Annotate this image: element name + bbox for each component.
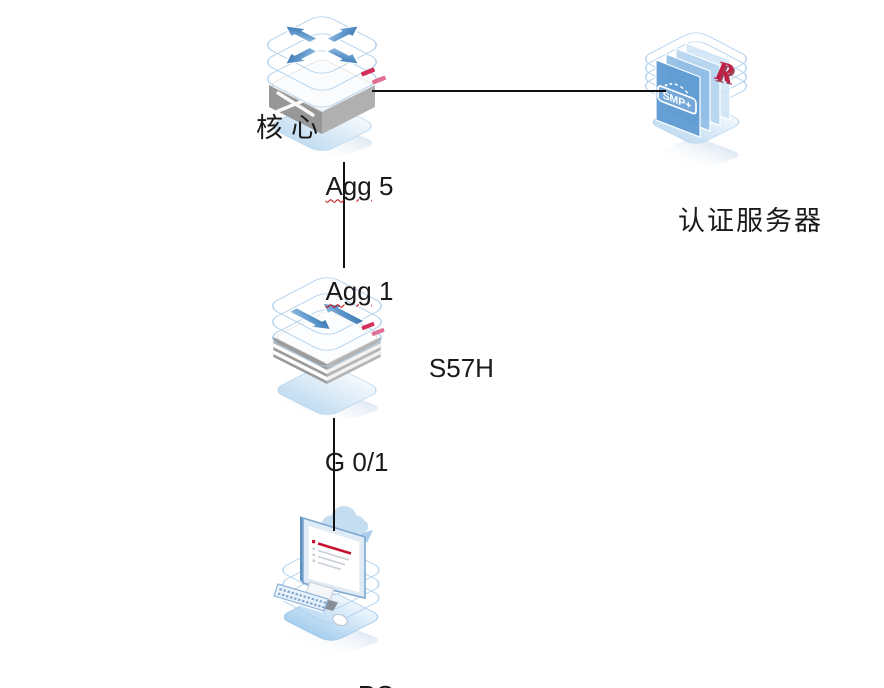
link-access-switch-to-pc <box>333 418 335 531</box>
downlink-port-label: G 0/1 <box>324 446 389 477</box>
server-panels <box>655 42 731 138</box>
red-dash-accent <box>361 322 385 336</box>
auth-server-icon[interactable]: SMP+ R R <box>638 15 758 175</box>
pc-name-label: PC <box>329 652 394 688</box>
uplink-port-label: Agg 1 <box>325 275 394 306</box>
core-switch-icon[interactable] <box>255 5 395 155</box>
keyboard-icon <box>273 583 329 613</box>
mouse-icon <box>332 613 348 627</box>
pc-icon[interactable] <box>272 492 422 652</box>
icon-shadow <box>653 138 739 172</box>
core-switch-name-label: 核心 <box>256 112 326 143</box>
cloud-tail <box>360 530 373 543</box>
link-core-to-access-switch <box>343 162 345 268</box>
auth-server-name-label: 认证服务器 <box>678 205 823 236</box>
link-core-to-server <box>372 90 666 92</box>
access-switch-model-label: S57H <box>428 352 494 383</box>
red-dash-accent <box>360 67 387 85</box>
icon-base <box>277 365 377 415</box>
screen-document <box>312 540 352 571</box>
exchange-arrows-icon <box>287 302 366 331</box>
access-switch-icon[interactable] <box>260 272 400 417</box>
core-port-label: Agg 5 <box>325 170 394 201</box>
lock-shackle-icon <box>664 83 690 96</box>
switch-x-mark <box>276 91 315 117</box>
monitor <box>300 516 366 600</box>
